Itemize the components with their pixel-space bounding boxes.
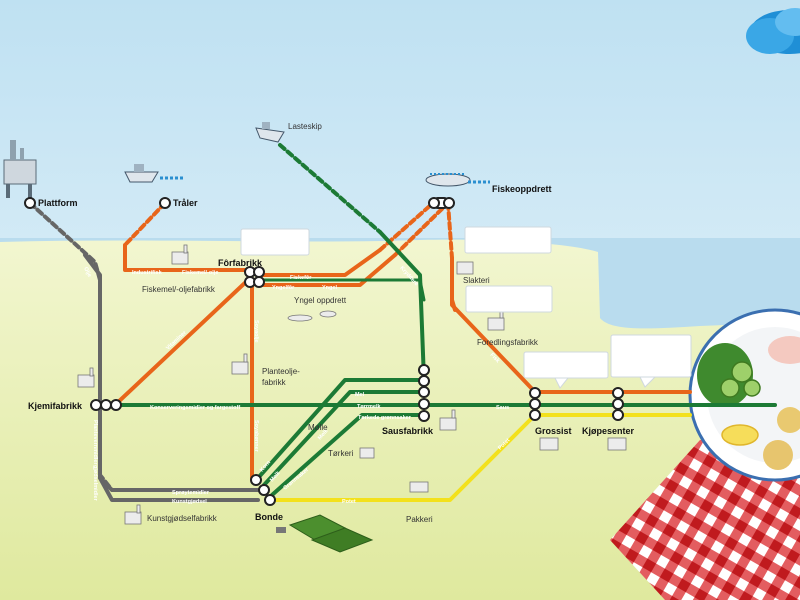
callout-box xyxy=(464,226,552,254)
trawler-icon xyxy=(124,164,185,183)
factory-icon xyxy=(539,437,559,451)
label-molle: Mølle xyxy=(308,423,328,432)
factory-icon xyxy=(439,409,457,431)
label-fiskefor: Fiskefôr xyxy=(290,275,312,281)
cloud-icon xyxy=(746,8,800,54)
dinner-plate xyxy=(688,308,800,482)
station-kjopesenter[interactable] xyxy=(612,387,624,421)
station-grossist[interactable] xyxy=(529,387,541,421)
label-kjopesenter: Kjøpesenter xyxy=(582,426,635,436)
label-mel: Mel xyxy=(355,392,365,398)
line-vitaminer xyxy=(113,278,250,407)
line-yngelfor xyxy=(260,253,397,287)
label-olje: Olje xyxy=(82,266,92,278)
label-lasteskip: Lasteskip xyxy=(288,122,322,131)
label-fiskemel-olje: Fiskemel/-olje xyxy=(182,270,218,276)
fish-fillet xyxy=(768,336,800,364)
line-fiskefor xyxy=(260,248,382,277)
label-planteolje-2: fabrikk xyxy=(262,378,287,387)
station-kjemifabrikk[interactable] xyxy=(90,399,122,411)
lemon xyxy=(721,424,759,446)
line-mel xyxy=(256,378,426,480)
callout-box xyxy=(465,285,553,313)
land xyxy=(0,239,800,600)
label-bonde: Bonde xyxy=(255,512,283,522)
station-nodes[interactable] xyxy=(24,197,624,506)
line-forfabrikk-green xyxy=(260,278,426,302)
factory-icon xyxy=(77,367,95,388)
line-fisk-dashed xyxy=(446,201,454,260)
line-kryddere-dashed xyxy=(278,143,382,234)
label-torrmelk: Tørrmelk xyxy=(357,404,381,410)
line-kunstgjodsel xyxy=(98,403,260,502)
factory-icon xyxy=(359,447,375,459)
label-kjemifabrikk: Kjemifabrikk xyxy=(28,401,83,411)
factory-icon xyxy=(231,353,249,375)
label-saus: Saus xyxy=(496,405,509,411)
label-foredlingsfabrikk: Foredlingsfabrikk xyxy=(477,338,539,347)
label-fiskemel-oljefabrikk: Fiskemel/-oljefabrikk xyxy=(142,285,216,294)
label-pakkeri: Pakkeri xyxy=(406,515,433,524)
label-planteolje: Planteolje- xyxy=(262,367,300,376)
label-kunstgjodsel: Kunstgjødsel xyxy=(172,499,207,505)
line-industrifisk xyxy=(123,243,250,272)
label-sproytemidler: Sprøytemidler xyxy=(172,490,210,496)
callout-boxes xyxy=(240,226,692,389)
farm-fields xyxy=(276,514,374,553)
label-torkeri: Tørkeri xyxy=(328,449,354,458)
callout-box xyxy=(240,228,310,256)
station-fiskeoppdrett[interactable] xyxy=(428,197,455,209)
factory-icon xyxy=(171,244,189,265)
label-sausfabrikk: Sausfabrikk xyxy=(382,426,434,436)
line-traler-dashed xyxy=(123,201,167,247)
label-kunstgjodselfabrikk: Kunstgjødselfabrikk xyxy=(147,514,218,523)
label-forfabrikk: Fôrfabrikk xyxy=(218,258,263,268)
station-traler[interactable] xyxy=(159,197,171,209)
line-kryddere xyxy=(378,230,426,382)
station-labels: Plattform Tråler Lasteskip Fiskeoppdrett… xyxy=(28,122,635,524)
label-fiskeoppdrett: Fiskeoppdrett xyxy=(492,184,552,194)
station-bonde[interactable] xyxy=(250,474,276,506)
label-slakteri: Slakteri xyxy=(463,276,490,285)
station-forfabrikk[interactable] xyxy=(244,266,265,288)
line-torkede-gronnsaker xyxy=(270,413,426,497)
label-plattform: Plattform xyxy=(38,198,78,208)
callout-box xyxy=(523,351,609,389)
potato xyxy=(763,440,793,470)
label-industrifisk: Industrifisk xyxy=(132,270,163,276)
label-konserveringsmidler: Konserveringsmidler og fargestoff xyxy=(150,405,240,411)
callout-box xyxy=(610,334,692,388)
label-grossist: Grossist xyxy=(535,426,572,436)
label-yngelfor: Yngelfôr xyxy=(272,285,295,291)
line-torrmelk xyxy=(262,390,426,487)
label-plantevern: Plantevernmidler xyxy=(92,420,98,465)
label-yngel-oppdrett: Yngel oppdrett xyxy=(294,296,347,305)
station-plattform[interactable] xyxy=(24,197,36,209)
fish-farm-icon xyxy=(425,173,490,187)
factory-icon xyxy=(607,437,627,451)
label-soyaolje: Soyaolje xyxy=(253,320,259,343)
label-potet: Potet xyxy=(342,499,356,505)
factory-icon xyxy=(456,261,474,275)
factory-icon xyxy=(409,481,429,493)
cargo-ship-icon xyxy=(255,122,285,143)
line-yngelfor-dashed xyxy=(393,201,450,257)
label-torkede-gronnsaker: Tørkede grønnsaker xyxy=(358,415,412,421)
station-sausfabrikk[interactable] xyxy=(418,364,430,422)
tractor-icon xyxy=(276,527,286,533)
label-soyabonner: Soyabønner xyxy=(253,420,259,453)
factory-icon xyxy=(124,504,142,525)
factory-icons xyxy=(77,244,627,525)
label-plantevern-2: gjødselmidler xyxy=(92,465,98,502)
factory-icon xyxy=(487,309,505,331)
oil-platform-icon xyxy=(3,140,37,198)
fish-tank-icon xyxy=(287,310,337,322)
label-traler: Tråler xyxy=(173,198,198,208)
label-yngel: Yngel xyxy=(322,285,337,291)
